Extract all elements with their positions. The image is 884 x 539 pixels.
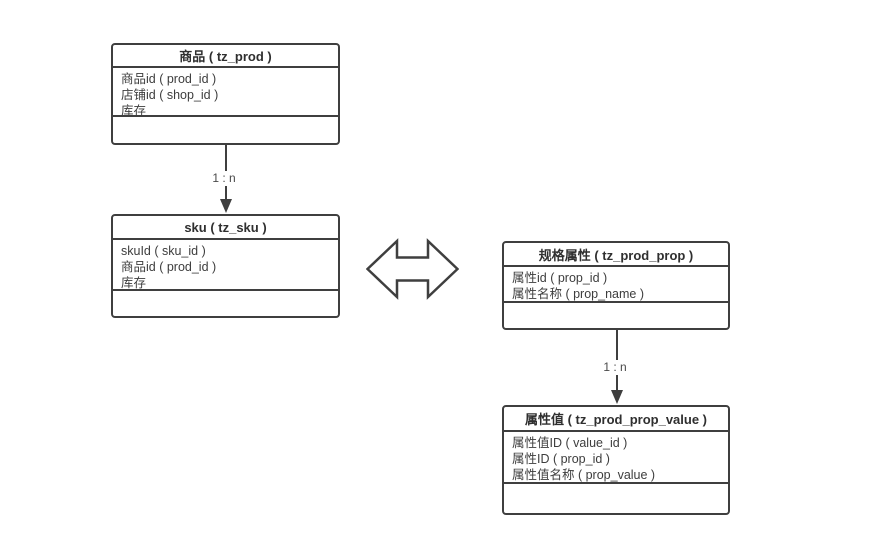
relation-prod-sku-label: 1 : n: [209, 171, 239, 186]
entity-prod-empty-section: [113, 115, 338, 143]
relation-prop-value-arrowhead-icon: [611, 390, 623, 404]
field-sku-id: skuId ( sku_id ): [121, 244, 206, 258]
entity-sku: sku ( tz_sku ) skuId ( sku_id ) 商品id ( p…: [111, 214, 340, 318]
field-value-id: 属性值ID ( value_id ): [512, 436, 628, 450]
entity-sku-field-list: skuId ( sku_id ) 商品id ( prod_id ) 库存: [113, 240, 338, 289]
relation-prod-sku-arrowhead-icon: [220, 199, 232, 213]
entity-prod-prop-value-field-list: 属性值ID ( value_id ) 属性ID ( prop_id ) 属性值名…: [504, 432, 728, 482]
field-prop-id: 属性ID ( prop_id ): [512, 452, 610, 466]
field-prop-value: 属性值名称 ( prop_value ): [512, 468, 656, 482]
field-stock: 库存: [121, 104, 147, 115]
sku-prop-double-arrow-icon: [365, 238, 460, 300]
entity-prod-prop-value-title: 属性值 ( tz_prod_prop_value ): [504, 407, 728, 432]
entity-prod: 商品 ( tz_prod ) 商品id ( prod_id ) 店铺id ( s…: [111, 43, 340, 145]
entity-prod-prop-empty-section: [504, 301, 728, 328]
field-stock: 库存: [121, 276, 147, 289]
field-prod-id: 商品id ( prod_id ): [121, 260, 217, 274]
entity-prod-prop-value-empty-section: [504, 482, 728, 513]
entity-prod-title: 商品 ( tz_prod ): [113, 45, 338, 68]
entity-prod-prop-field-list: 属性id ( prop_id ) 属性名称 ( prop_name ): [504, 267, 728, 301]
entity-prod-prop-title: 规格属性 ( tz_prod_prop ): [504, 243, 728, 267]
field-prod-id: 商品id ( prod_id ): [121, 72, 217, 86]
entity-sku-empty-section: [113, 289, 338, 316]
field-prop-name: 属性名称 ( prop_name ): [512, 287, 644, 301]
entity-prod-field-list: 商品id ( prod_id ) 店铺id ( shop_id ) 库存: [113, 68, 338, 115]
field-shop-id: 店铺id ( shop_id ): [121, 88, 219, 102]
field-prop-id: 属性id ( prop_id ): [512, 271, 608, 285]
entity-prod-prop: 规格属性 ( tz_prod_prop ) 属性id ( prop_id ) 属…: [502, 241, 730, 330]
entity-sku-title: sku ( tz_sku ): [113, 216, 338, 240]
entity-prod-prop-value: 属性值 ( tz_prod_prop_value ) 属性值ID ( value…: [502, 405, 730, 515]
relation-prop-value-label: 1 : n: [600, 360, 630, 375]
